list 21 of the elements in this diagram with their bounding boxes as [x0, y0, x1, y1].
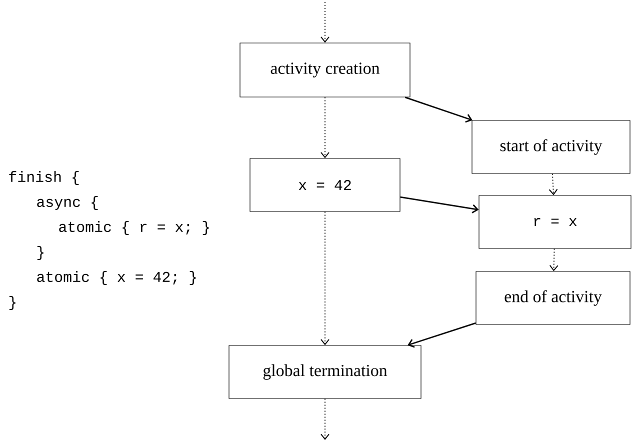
process-box: x = 42 [250, 158, 400, 212]
arrow [408, 322, 476, 348]
code-line: } [37, 246, 44, 260]
code-line: atomic { x = 42; } [37, 271, 196, 285]
arrow [320, 96, 330, 158]
arrow [400, 196, 479, 214]
process-box: r = x [478, 195, 632, 249]
arrow [548, 173, 558, 196]
process-box: activity creation [240, 42, 410, 98]
code-line: finish { [9, 171, 79, 185]
arrow [404, 96, 472, 123]
process-box: end of activity [476, 271, 630, 325]
arrow [320, 211, 330, 346]
process-box: start of activity [472, 120, 630, 174]
process-box: global termination [228, 345, 422, 399]
arrow [320, 398, 330, 440]
code-line: } [9, 296, 16, 310]
code-line: async { [37, 196, 98, 210]
arrow [549, 248, 558, 272]
arrow [320, 2, 330, 43]
code-line: atomic { r = x; } [59, 221, 209, 235]
